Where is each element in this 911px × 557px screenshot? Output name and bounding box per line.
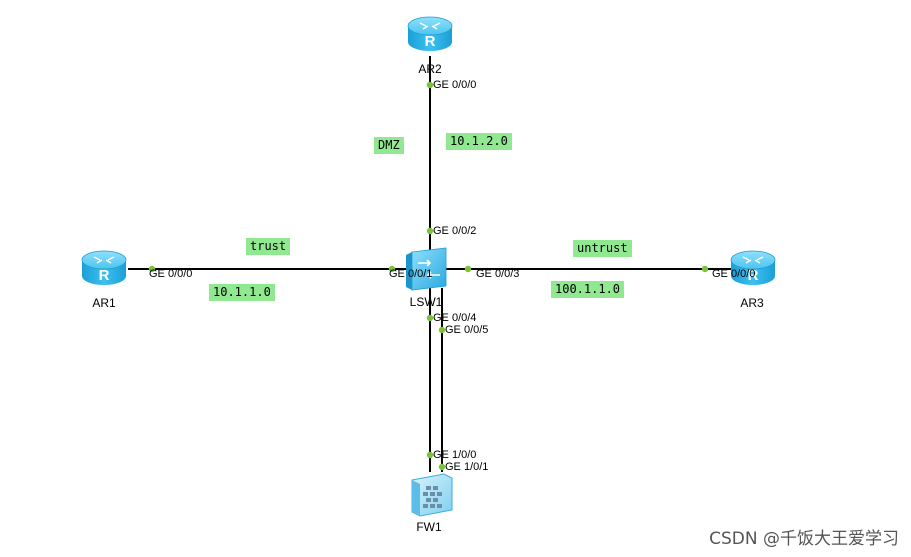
network-note-trust: 10.1.1.0	[209, 284, 275, 301]
port-dot-ar3-g000	[701, 265, 709, 273]
firewall-fw1-icon[interactable]	[411, 473, 453, 517]
port-label-lsw-g002: GE 0/0/2	[433, 225, 477, 237]
watermark: CSDN @千饭大王爱学习	[709, 529, 899, 549]
router-ar1-icon[interactable]	[81, 250, 127, 286]
port-dot-lsw-g005	[438, 326, 446, 334]
port-dot-ar1-g000	[148, 265, 156, 273]
port-label-fw-g101: GE 1/0/1	[445, 461, 489, 473]
router-ar2-icon[interactable]	[407, 16, 453, 52]
network-note-untrust: 100.1.1.0	[551, 281, 625, 298]
port-label-ar1-g000: GE 0/0/0	[149, 268, 193, 280]
port-dot-ar2-g000	[426, 81, 434, 89]
port-dot-lsw-g001	[388, 265, 396, 273]
port-dot-fw-g100	[426, 451, 434, 459]
port-label-ar2-g000: GE 0/0/0	[433, 79, 477, 91]
switch-lsw1-icon[interactable]	[406, 247, 447, 291]
port-dot-lsw-g003	[464, 265, 472, 273]
network-note-dmz: 10.1.2.0	[446, 133, 512, 150]
port-label-lsw-g004: GE 0/0/4	[433, 312, 477, 324]
zone-note-untrust: untrust	[573, 240, 632, 257]
port-label-lsw-g003: GE 0/0/3	[476, 268, 520, 280]
port-dot-lsw-g002	[426, 227, 434, 235]
port-label-lsw-g005: GE 0/0/5	[445, 324, 489, 336]
zone-note-dmz: DMZ	[374, 137, 404, 154]
port-label-fw-g100: GE 1/0/0	[433, 449, 477, 461]
port-dot-fw-g101	[438, 463, 446, 471]
device-name-ar3: AR3	[740, 296, 764, 310]
device-name-lsw1: LSW1	[409, 295, 443, 309]
device-name-ar1: AR1	[92, 296, 116, 310]
port-dot-lsw-g004	[426, 314, 434, 322]
port-label-lsw-g001: GE 0/0/1	[389, 268, 433, 280]
device-name-ar2: AR2	[418, 62, 442, 76]
port-label-ar3-g000: GE 0/0/0	[712, 268, 756, 280]
zone-note-trust: trust	[246, 238, 291, 255]
device-name-fw1: FW1	[416, 520, 442, 534]
